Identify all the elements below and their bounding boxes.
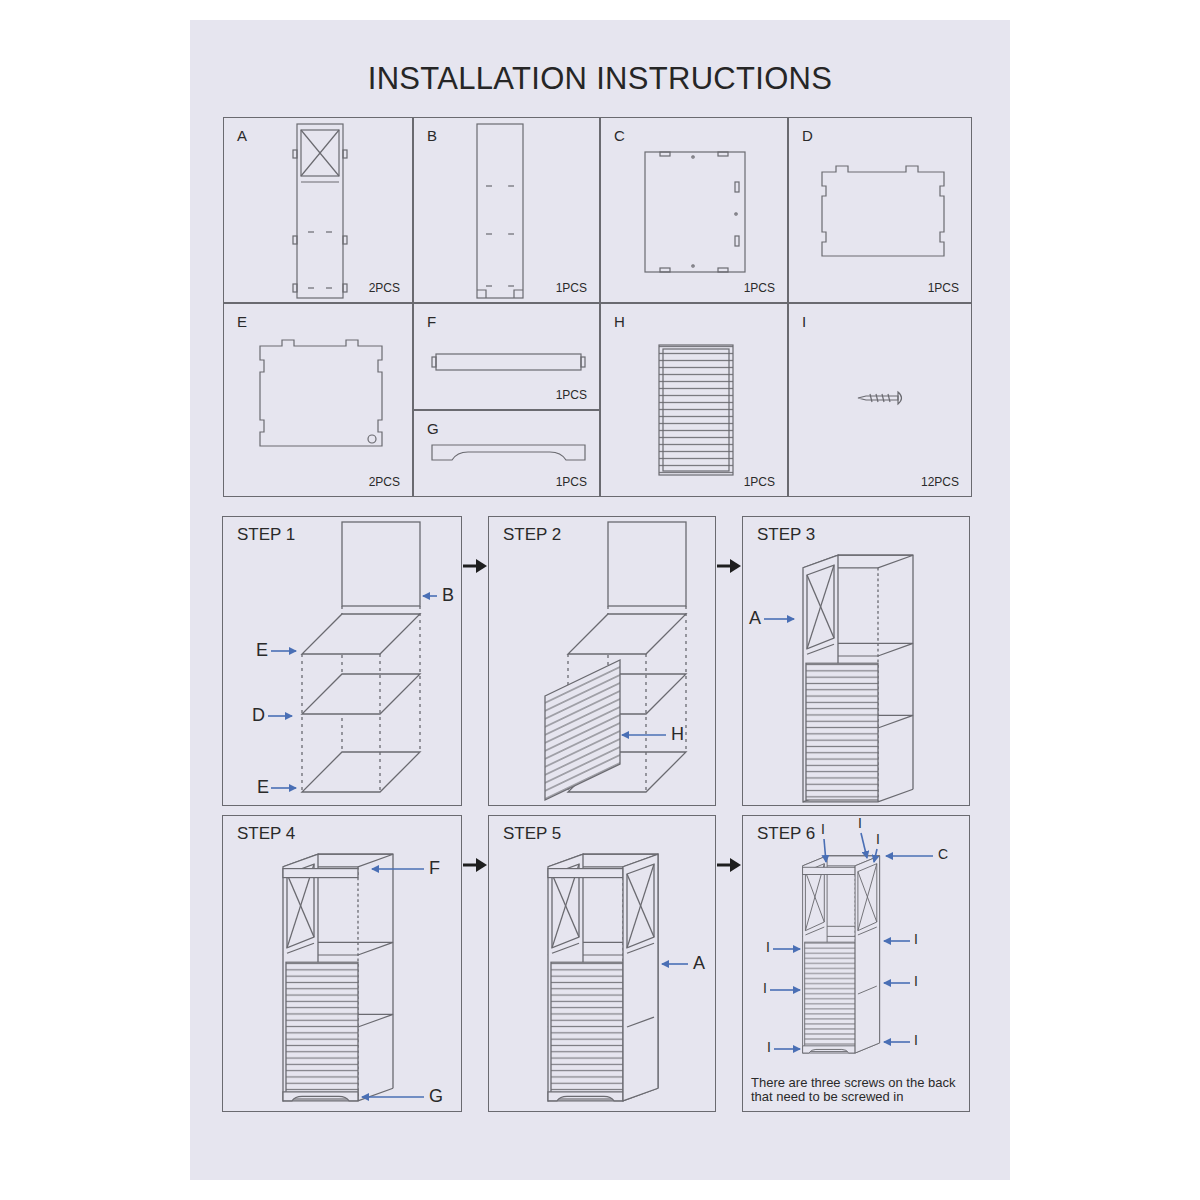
part-quantity: 1PCS: [556, 282, 587, 294]
part-quantity: 2PCS: [369, 476, 400, 488]
part-cell: D 1PCS: [788, 117, 972, 303]
part-quantity: 1PCS: [744, 476, 775, 488]
step-heading: STEP 6: [757, 825, 815, 842]
part-cell: A 2PCS: [223, 117, 413, 303]
step-arrow: [717, 858, 741, 872]
part-quantity: 1PCS: [556, 389, 587, 401]
part-callout: I: [766, 1039, 772, 1055]
step-arrow: [463, 858, 487, 872]
part-quantity: 2PCS: [369, 282, 400, 294]
arrow-shaft: [717, 864, 732, 867]
part-letter: G: [427, 421, 439, 436]
part-callout: A: [692, 953, 706, 974]
step-panel: STEP 6 There are three screws on the back…: [742, 815, 970, 1112]
part-callout: I: [913, 931, 919, 947]
part-callout: F: [428, 858, 441, 879]
step-panel: STEP 5: [488, 815, 716, 1112]
step-panel: STEP 4: [222, 815, 462, 1112]
part-cell: F 1PCS: [413, 303, 600, 410]
part-letter: D: [802, 128, 813, 143]
part-callout: I: [765, 939, 771, 955]
part-callout: A: [748, 608, 762, 629]
step-arrow: [717, 559, 741, 573]
part-cell: I 12PCS: [788, 303, 972, 497]
part-cell: E 2PCS: [223, 303, 413, 497]
arrow-shaft: [463, 565, 478, 568]
arrow-head: [476, 858, 487, 872]
part-callout: B: [441, 585, 455, 606]
step-panel: STEP 1: [222, 516, 462, 806]
step-heading: STEP 2: [503, 526, 561, 543]
part-callout: I: [913, 973, 919, 989]
part-quantity: 12PCS: [921, 476, 959, 488]
part-letter: E: [237, 314, 247, 329]
step-heading: STEP 1: [237, 526, 295, 543]
part-cell: G 1PCS: [413, 410, 600, 497]
step-heading: STEP 5: [503, 825, 561, 842]
part-cell: C 1PCS: [600, 117, 788, 303]
step-note: There are three screws on the back that …: [751, 1076, 965, 1105]
part-quantity: 1PCS: [556, 476, 587, 488]
leader-arrows: [268, 596, 933, 1097]
part-letter: A: [237, 128, 247, 143]
part-callout: C: [937, 846, 949, 862]
part-callout: H: [670, 724, 685, 745]
part-quantity: 1PCS: [928, 282, 959, 294]
part-callout: I: [857, 815, 863, 831]
part-callout: E: [255, 640, 269, 661]
page-title: INSTALLATION INSTRUCTIONS: [190, 62, 1010, 96]
arrow-head: [730, 559, 741, 573]
part-letter: B: [427, 128, 437, 143]
step-panel: STEP 2: [488, 516, 716, 806]
part-callout: D: [251, 705, 266, 726]
part-letter: H: [614, 314, 625, 329]
part-callout: I: [820, 821, 826, 837]
arrow-head: [730, 858, 741, 872]
arrow-shaft: [463, 864, 478, 867]
part-drawings: [260, 124, 944, 475]
step-heading: STEP 3: [757, 526, 815, 543]
arrow-head: [476, 559, 487, 573]
part-callout: I: [875, 831, 881, 847]
step-heading: STEP 4: [237, 825, 295, 842]
part-callout: E: [256, 777, 270, 798]
step-panel: STEP 3: [742, 516, 970, 806]
part-callout: I: [762, 980, 768, 996]
arrow-shaft: [717, 565, 732, 568]
part-cell: H 1PCS: [600, 303, 788, 497]
part-letter: I: [802, 314, 806, 329]
part-callout: I: [913, 1032, 919, 1048]
part-letter: F: [427, 314, 436, 329]
part-callout: G: [428, 1086, 444, 1107]
part-cell: B 1PCS: [413, 117, 600, 303]
part-quantity: 1PCS: [744, 282, 775, 294]
part-letter: C: [614, 128, 625, 143]
step-arrow: [463, 559, 487, 573]
